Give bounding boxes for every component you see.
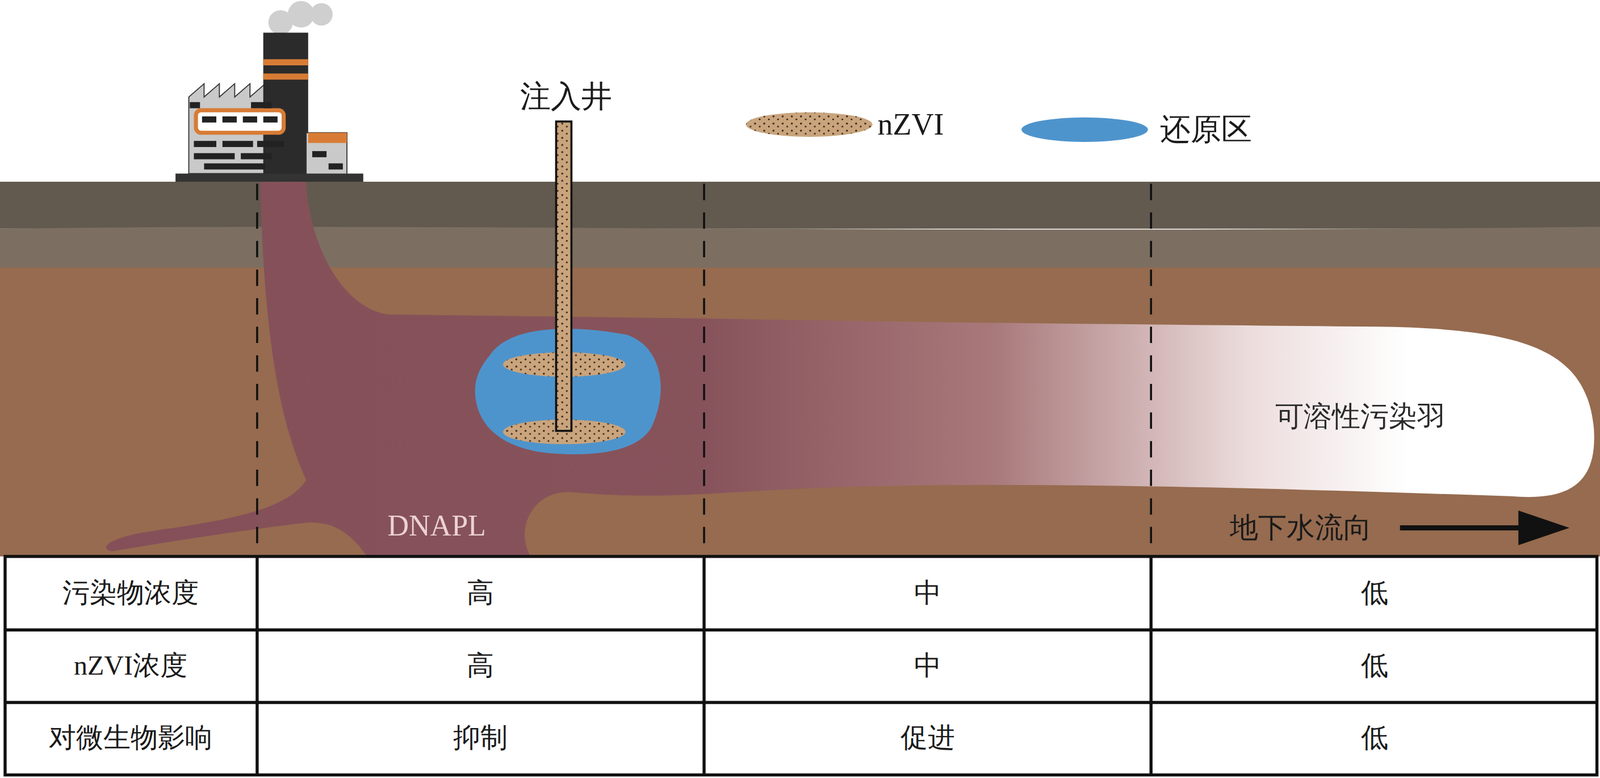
drawing-part — [5, 628, 1598, 632]
injection-well — [555, 121, 572, 431]
factory-icon — [175, 1, 364, 182]
drawing-part — [189, 102, 200, 109]
table-cell: 中 — [914, 577, 942, 609]
drawing-part — [243, 116, 258, 123]
legend-text: 还原区 — [1159, 112, 1252, 147]
drawing-part — [1149, 183, 1153, 557]
drawing-part — [193, 140, 217, 148]
drawing-part — [263, 59, 309, 66]
row-header: nZVI浓度 — [73, 650, 188, 681]
drawing-part — [306, 132, 347, 177]
drawing-part — [308, 132, 347, 144]
legend-swatch — [1021, 117, 1149, 142]
table-cell: 低 — [1360, 722, 1389, 753]
drawing-part — [257, 140, 284, 148]
drawing-part — [222, 140, 254, 148]
flow-arrowhead — [1518, 510, 1570, 546]
legend-swatch — [746, 112, 873, 137]
drawing-part — [255, 556, 259, 776]
legend-text: nZVI — [877, 107, 945, 142]
plume-label: 可溶性污染羽 — [1275, 400, 1446, 433]
drawing-part — [263, 116, 278, 123]
table-cell: 低 — [1360, 650, 1389, 681]
row-header: 污染物浓度 — [62, 577, 199, 609]
drawing-part — [5, 556, 1598, 776]
drawing-part — [240, 153, 272, 160]
dnapl-label: DNAPL — [387, 509, 487, 542]
drawing-part — [263, 73, 309, 80]
well-label: 注入井 — [520, 80, 613, 114]
row-header: 对微生物影响 — [48, 722, 213, 753]
drawing-part — [310, 2, 333, 26]
drawing-part — [250, 102, 272, 109]
drawing-part — [195, 110, 284, 133]
drawing-part — [222, 116, 237, 123]
drawing-part — [702, 556, 706, 776]
drawing-part — [328, 163, 343, 170]
flow-label: 地下水流向 — [1229, 512, 1372, 544]
drawing-part — [202, 116, 217, 123]
table-cell: 促进 — [900, 722, 956, 753]
table-cell: 高 — [466, 577, 494, 609]
contaminant-plume — [106, 181, 1595, 557]
drawing-part — [1149, 556, 1153, 776]
drawing-part — [189, 102, 343, 170]
table-cell: 抑制 — [453, 722, 508, 753]
drawing-part — [312, 151, 327, 158]
table-grid — [5, 556, 1598, 776]
drawing-part — [193, 153, 235, 160]
zone-dividers — [257, 183, 1151, 557]
table-cell: 高 — [466, 650, 494, 681]
flow-arrow — [1400, 525, 1526, 531]
drawing-part — [702, 183, 706, 557]
topsoil-layer — [0, 181, 1600, 229]
table-cell: 中 — [914, 650, 942, 681]
drawing-part — [256, 183, 259, 557]
clay-layer — [0, 226, 1600, 270]
table-cell: 低 — [1360, 577, 1389, 609]
drawing-part — [203, 163, 266, 170]
drawing-part — [175, 173, 364, 182]
drawing-part — [5, 700, 1598, 704]
